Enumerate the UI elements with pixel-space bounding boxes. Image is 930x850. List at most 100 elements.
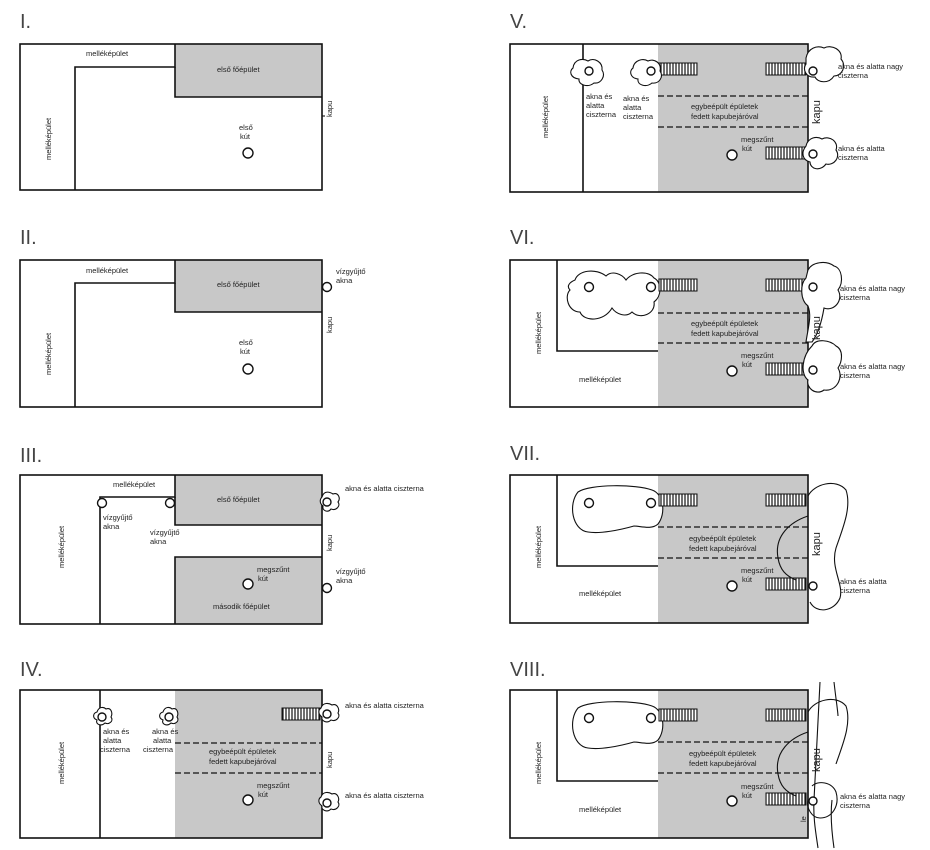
panel-4-well-label-2: kút xyxy=(258,790,269,799)
panel-5-cistern-top-label-1: akna és alatta nagy xyxy=(838,62,903,71)
panel-8-cistern-outline xyxy=(776,698,849,819)
panel-4-cistern-1-icon xyxy=(97,712,107,722)
panel-1-main-wall xyxy=(174,67,322,98)
panel-8-hatched-pit-3 xyxy=(765,792,807,806)
panel-6-cistern-icon-1 xyxy=(583,281,595,293)
panel-8-large-cistern-blob xyxy=(572,701,664,750)
panel-8: VIII. melléképület melléképület egybeépü… xyxy=(509,659,905,849)
panel-5-plot-frame xyxy=(509,43,809,193)
panel-8-gate-label: kapu xyxy=(811,748,823,772)
panel-6-cistern-top-icon xyxy=(808,282,818,292)
panel-3-outbuilding-top-label: melléképület xyxy=(113,480,156,489)
panel-1-well-icon xyxy=(242,147,254,159)
panel-7-cistern-icon-2 xyxy=(645,497,657,509)
panel-8-cistern-bottom-label-2: ciszterna xyxy=(840,801,871,810)
panel-3-collecting-pit-1-icon xyxy=(96,497,108,509)
panel-7-cistern-outline xyxy=(776,482,849,611)
panel-3-gate-label: kapu xyxy=(325,535,334,551)
panel-5-cistern-2-label-3: ciszterna xyxy=(623,112,654,121)
panel-4-built-label-1: egybeépült épületek xyxy=(209,747,276,756)
panel-6-well-icon xyxy=(726,365,738,377)
panel-8-well-label-1: megszűnt xyxy=(741,782,774,791)
panel-5-cistern-2-label-2: alatta xyxy=(623,103,642,112)
panel-4-cistern-2-icon xyxy=(164,712,174,722)
panel-2-first-main-building xyxy=(175,260,322,312)
panel-7: VII. melléképület melléképület egybeépül… xyxy=(509,443,888,624)
panel-1-well-label-2: kút xyxy=(240,132,251,141)
panel-3-well-label-2: kút xyxy=(258,574,269,583)
panel-7-outbuilding-bottom-label: melléképület xyxy=(579,589,622,598)
panel-5: V. melléképület akna és alatta ciszterna… xyxy=(509,11,903,193)
panel-4-gate-label: kapu xyxy=(325,752,334,768)
panel-2-main-wall xyxy=(174,283,322,313)
panel-3-collecting-pit-1-label-1: vízgyűjtő xyxy=(103,513,133,522)
panel-3-main2-wall xyxy=(174,556,322,624)
panel-5-cistern-bottom-blob xyxy=(802,136,839,170)
panel-8-outbuilding-wall xyxy=(556,690,658,782)
panel-5-hatched-pit-1 xyxy=(658,62,698,76)
panel-8-built-label-2: fedett kapubejáróval xyxy=(689,759,757,768)
panel-3-collecting-pit-2-icon xyxy=(164,497,176,509)
panel-7-cistern-icon-1 xyxy=(583,497,595,509)
panel-5-gate-label: kapu xyxy=(811,100,823,124)
panel-1-outbuilding-left-label: melléképület xyxy=(44,117,53,160)
panel-1-first-main-label: első főépület xyxy=(217,65,260,74)
panel-5-cistern-2-icon xyxy=(646,66,656,76)
panel-8-numeral: VIII. xyxy=(510,659,546,681)
panel-6-large-cistern-blob xyxy=(566,270,661,320)
panel-2-well-label-2: kút xyxy=(240,347,251,356)
panel-1-numeral: I. xyxy=(20,11,31,33)
panel-3-main1-wall xyxy=(174,497,322,526)
panel-8-built-label-1: egybeépült épületek xyxy=(689,749,756,758)
panel-5-cistern-bottom-label-1: akna és alatta xyxy=(838,144,886,153)
panel-5-well-label-1: megszűnt xyxy=(741,135,774,144)
panel-6-cistern-bottom-icon xyxy=(808,365,818,375)
panel-6-cistern-icon-2 xyxy=(645,281,657,293)
panel-6-outbuilding-wall xyxy=(556,260,658,352)
panel-5-built-label-2: fedett kapubejáróval xyxy=(691,112,759,121)
panel-5-cistern-1-label-3: ciszterna xyxy=(586,110,617,119)
panel-6-hatched-pit-1 xyxy=(658,278,698,292)
panel-4-cistern-top-label: akna és alatta ciszterna xyxy=(345,701,425,710)
panel-5-cistern-bottom-icon xyxy=(808,149,818,159)
panel-8-well-label-2: kút xyxy=(742,791,753,800)
panel-4-outbuilding-left-label: melléképület xyxy=(57,741,66,784)
panel-5-built-label-1: egybeépült épületek xyxy=(691,102,758,111)
panel-1-gate-label: kapu xyxy=(325,101,334,117)
panel-6-outbuilding-left-label: melléképület xyxy=(534,311,543,354)
panel-3-collecting-pit-3-icon xyxy=(321,582,333,594)
panel-8-cistern-bottom-label-1: akna és alatta nagy xyxy=(840,792,905,801)
panel-2-well-icon xyxy=(242,363,254,375)
panel-4-well-label-1: megszűnt xyxy=(257,781,290,790)
panel-7-hatched-pit-1 xyxy=(658,493,698,507)
panel-3-outbuilding-wall xyxy=(99,475,176,624)
panel-3-second-main-building xyxy=(175,557,322,624)
panel-8-well-icon xyxy=(726,795,738,807)
panel-3-collecting-pit-3-label-2: akna xyxy=(336,576,353,585)
panel-7-cistern-bottom-label-2: ciszterna xyxy=(840,586,871,595)
panel-4-cistern-bottom-label: akna és alatta ciszterna xyxy=(345,791,425,800)
panel-5-cistern-bottom-label-2: ciszterna xyxy=(838,153,869,162)
panel-7-numeral: VII. xyxy=(510,443,540,465)
panel-2-outbuilding-wall xyxy=(74,260,176,407)
panel-7-cistern-bottom-label-1: akna és alatta xyxy=(840,577,888,586)
panel-5-well-icon xyxy=(726,149,738,161)
panel-2-collecting-pit-label-2: akna xyxy=(336,276,353,285)
panel-7-large-cistern-blob xyxy=(572,485,664,534)
panel-4-cistern-top-icon xyxy=(322,709,332,719)
panel-5-cistern-1-icon xyxy=(584,66,594,76)
panel-4-numeral: IV. xyxy=(20,659,43,681)
panel-6-well-label-1: megszűnt xyxy=(741,351,774,360)
panel-1-outbuilding-top-label: melléképület xyxy=(86,49,129,58)
panel-5-cistern-top-icon xyxy=(808,66,818,76)
panel-7-gate-label: kapu xyxy=(811,532,823,556)
panel-2-outbuilding-left-label: melléképület xyxy=(44,332,53,375)
panel-8-street-lines xyxy=(813,681,839,849)
panel-3-second-main-label: második főépület xyxy=(213,602,271,611)
panel-5-cistern-2-blob xyxy=(630,59,662,87)
panel-5-well-label-2: kút xyxy=(742,144,753,153)
panel-8-cistern-icon-1 xyxy=(583,712,595,724)
panel-2-plot-frame xyxy=(19,259,323,408)
panel-7-built-label-1: egybeépült épületek xyxy=(689,534,756,543)
